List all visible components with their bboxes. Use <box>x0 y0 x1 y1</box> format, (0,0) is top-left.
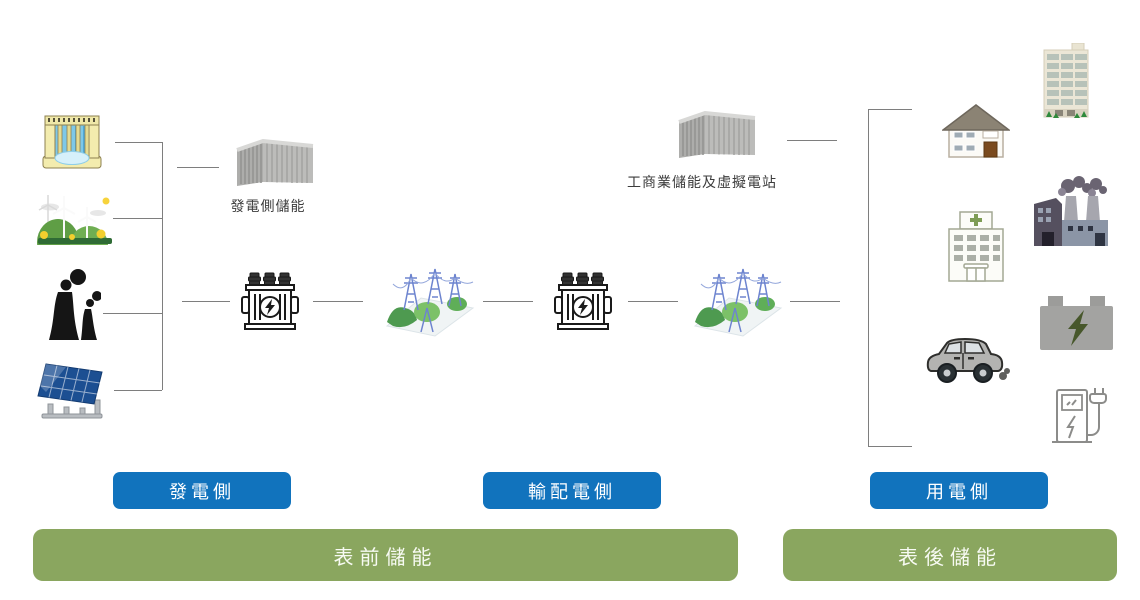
storage-container-icon <box>233 131 317 188</box>
commercial-storage-label: 工商業儲能及虛擬電站 <box>627 174 777 190</box>
connector-line <box>114 390 162 391</box>
behind-the-meter-bar: 表後儲能 <box>783 529 1117 581</box>
connector-line <box>790 301 840 302</box>
connector-line <box>115 142 162 143</box>
connector-line <box>177 167 219 168</box>
hospital-icon <box>945 211 1007 282</box>
generation-bracket-line <box>162 142 163 390</box>
wind-farm-icon <box>36 190 114 245</box>
connector-line <box>868 446 912 447</box>
front-of-meter-bar: 表前儲能 <box>33 529 738 581</box>
office-building-icon <box>1040 43 1092 124</box>
car-icon <box>925 330 1011 387</box>
connector-line <box>483 301 533 302</box>
connector-line <box>103 313 162 314</box>
hydro-dam-icon <box>42 112 102 170</box>
transmission-towers-icon <box>385 264 475 338</box>
storage-container-icon <box>675 103 759 160</box>
connector-line <box>182 301 230 302</box>
connector-line <box>313 301 363 302</box>
solar-panel-icon <box>36 362 108 419</box>
factory-icon <box>1032 176 1110 248</box>
connector-line <box>113 218 162 219</box>
generation-side-button[interactable]: 發電側 <box>113 472 291 509</box>
consumption-side-button[interactable]: 用電側 <box>870 472 1048 509</box>
house-icon <box>942 102 1010 159</box>
transmission-side-button[interactable]: 輸配電側 <box>483 472 661 509</box>
transmission-towers-icon <box>693 264 783 338</box>
connector-line <box>868 109 912 110</box>
connector-line <box>628 301 678 302</box>
consumption-bracket-line <box>868 109 869 446</box>
transformer-icon <box>551 269 615 332</box>
transformer-icon <box>238 269 302 332</box>
connector-line <box>787 140 837 141</box>
battery-icon <box>1040 296 1113 350</box>
thermal-plant-icon <box>45 268 101 340</box>
generation-storage-label: 發電側儲能 <box>230 198 306 214</box>
ev-charger-icon <box>1050 385 1108 444</box>
